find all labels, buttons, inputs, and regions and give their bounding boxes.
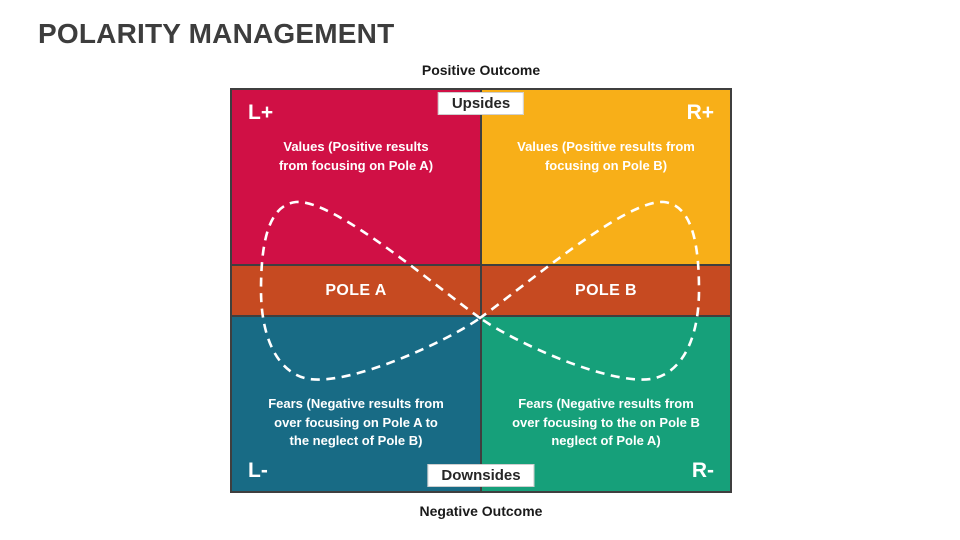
corner-label-l-plus: L+ [248, 101, 274, 124]
quadrant-bottom-right-text: Fears (Negative results from over focusi… [482, 395, 730, 451]
negative-outcome-label: Negative Outcome [419, 503, 543, 519]
quadrant-top-right-text: Values (Positive results from focusing o… [482, 138, 730, 175]
corner-label-r-minus: R- [691, 459, 714, 482]
text-line: from focusing on Pole A) [278, 157, 434, 173]
corner-label-l-minus: L- [248, 459, 268, 482]
quadrant-top-left: L+ Values (Positive results from focusin… [232, 90, 480, 264]
text-line: Fears (Negative results from [268, 396, 444, 411]
quadrant-top-right: R+ Values (Positive results from focusin… [482, 90, 730, 264]
slide-title: POLARITY MANAGEMENT [38, 18, 395, 49]
quadrant-top-left-text: Values (Positive results from focusing o… [232, 138, 480, 175]
text-line: the neglect of Pole B) [289, 433, 423, 448]
positive-outcome-label: Positive Outcome [421, 62, 541, 78]
pole-a-label: POLE A [325, 281, 387, 299]
text-line: over focusing to the on Pole B [512, 414, 700, 430]
text-line: Fears (Negative results from [518, 396, 694, 411]
text-line: Values (Positive results [283, 139, 429, 154]
downsides-badge: Downsides [427, 464, 535, 487]
pole-a-band: POLE A [232, 266, 480, 315]
polarity-matrix: L+ Values (Positive results from focusin… [230, 88, 732, 493]
text-line: over focusing on Pole A to [274, 414, 438, 430]
pole-b-label: POLE B [575, 281, 637, 299]
corner-label-r-plus: R+ [686, 101, 714, 124]
text-line: neglect of Pole A) [551, 433, 661, 448]
text-line: Values (Positive results from [517, 139, 695, 154]
quadrant-bottom-left-text: Fears (Negative results from over focusi… [232, 395, 480, 451]
upsides-badge: Upsides [437, 92, 525, 115]
text-line: focusing on Pole B) [544, 157, 668, 173]
pole-b-band: POLE B [482, 266, 730, 315]
